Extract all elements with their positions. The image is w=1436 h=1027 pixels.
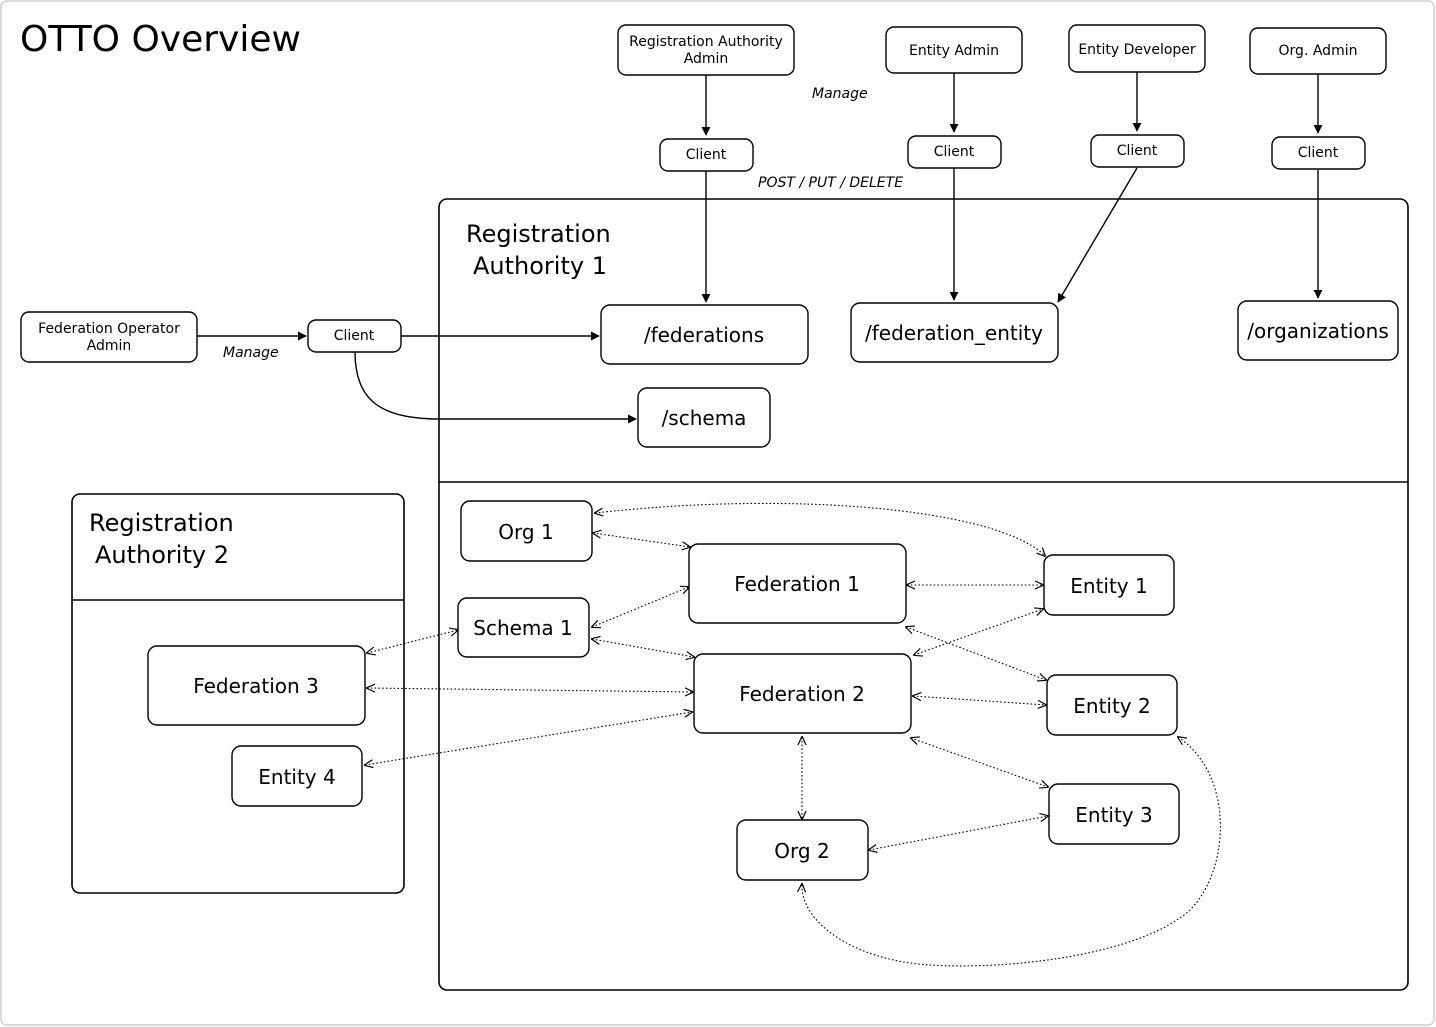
org1-label: Org 1 [498,520,553,544]
entity-admin-box [885,26,1023,74]
federation2-entity1-link [914,609,1043,655]
entity2-box [1046,674,1178,736]
federation1-box [688,543,907,624]
org2-box [736,819,869,881]
client-fed-operator: Client [307,319,402,353]
fed-operator-label-line1: Federation Operator [38,321,180,337]
org-admin-box [1249,27,1387,75]
manage-label-left: Manage [223,345,279,361]
client-to-schema-arrow [354,351,637,424]
entity1-label: Entity 1 [1070,574,1147,598]
fed-operator-label-line2: Admin [87,338,132,354]
actor-entity-admin: Entity Admin [885,26,1023,74]
federations-label: /federations [644,323,764,347]
client-org-admin: Client [1271,136,1366,170]
client-label: Client [334,328,375,344]
federation2-entity2-link [913,696,1046,705]
registration-authority-2: Registration Authority 2 [71,493,405,894]
dev-client-to-federation-entity-arrow [1057,167,1138,303]
node-federation2: Federation 2 [693,653,912,734]
client-box [1090,134,1185,168]
ra1-title-line1: Registration [466,220,611,248]
org1-federation1-link [593,533,690,547]
node-org1: Org 1 [460,500,593,562]
entity1-box [1043,554,1175,616]
entity4-box [231,745,363,807]
entity-developer-box [1068,24,1206,73]
node-entity1: Entity 1 [1043,554,1175,616]
actor-federation-operator: Federation Operator Admin [20,311,198,363]
registration-authority-1: Registration Authority 1 [438,198,1409,991]
client-box [1271,136,1366,170]
entity-developer-label: Entity Developer [1078,42,1196,58]
org1-box [460,500,593,562]
post-put-delete-label: POST / PUT / DELETE [758,175,903,191]
entity2-label: Entity 2 [1073,694,1150,718]
schema1-box [457,597,590,658]
org2-label: Org 2 [774,839,829,863]
federation3-box [147,645,366,726]
manage-label-top: Manage [812,86,868,102]
federation-entity-label: /federation_entity [865,321,1043,345]
entity4-label: Entity 4 [258,765,335,789]
entity-admin-label: Entity Admin [909,43,999,59]
client-ra-admin: Client [659,138,754,172]
node-federation3: Federation 3 [147,645,366,726]
org-admin-label: Org. Admin [1279,43,1358,59]
client-label: Client [1298,145,1339,161]
client-box [307,319,402,353]
client-label: Client [934,144,975,160]
client-label: Client [1117,143,1158,159]
organizations-label: /organizations [1247,319,1389,343]
organizations-box [1237,300,1399,361]
federation-entity-box [850,302,1059,363]
federation3-label: Federation 3 [193,674,319,698]
entity3-label: Entity 3 [1075,803,1152,827]
actor-entity-developer: Entity Developer [1068,24,1206,73]
ra-admin-box [617,24,795,76]
federations-box [600,304,809,365]
schema1-federation1-link [592,587,689,627]
schema-box [637,387,771,448]
client-box [907,135,1002,169]
endpoint-federation-entity: /federation_entity [850,302,1059,363]
federation3-federation2-link [367,688,693,692]
ra-admin-label-line2: Admin [684,51,729,67]
node-entity2: Entity 2 [1046,674,1178,736]
client-box [659,138,754,172]
fed-operator-box [20,311,198,363]
actor-org-admin: Org. Admin [1249,27,1387,75]
org1-entity1-link [595,502,1045,556]
ra1-title-line2: Authority 1 [473,252,607,280]
page-title: OTTO Overview [20,19,301,60]
client-entity-admin: Client [907,135,1002,169]
node-schema1: Schema 1 [457,597,590,658]
endpoint-schema: /schema [637,387,771,448]
node-entity4: Entity 4 [231,745,363,807]
ra2-title-line1: Registration [89,509,234,537]
schema-label: /schema [662,406,747,430]
schema1-label: Schema 1 [473,616,573,640]
entity3-box [1048,783,1180,845]
ra2-title-line2: Authority 2 [95,541,229,569]
endpoint-federations: /federations [600,304,809,365]
solid-connectors [197,72,1323,424]
ra1-box [438,198,1409,991]
node-federation1: Federation 1 [688,543,907,624]
federation1-label: Federation 1 [734,572,860,596]
ra-admin-label-line1: Registration Authority [629,34,783,50]
client-entity-developer: Client [1090,134,1185,168]
dotted-connectors [365,502,1221,967]
federation2-label: Federation 2 [739,682,865,706]
node-entity3: Entity 3 [1048,783,1180,845]
client-label: Client [686,147,727,163]
node-org2: Org 2 [736,819,869,881]
endpoint-organizations: /organizations [1237,300,1399,361]
federation2-box [693,653,912,734]
federation3-schema1-link [367,630,458,653]
actor-ra-admin: Registration Authority Admin [617,24,795,76]
